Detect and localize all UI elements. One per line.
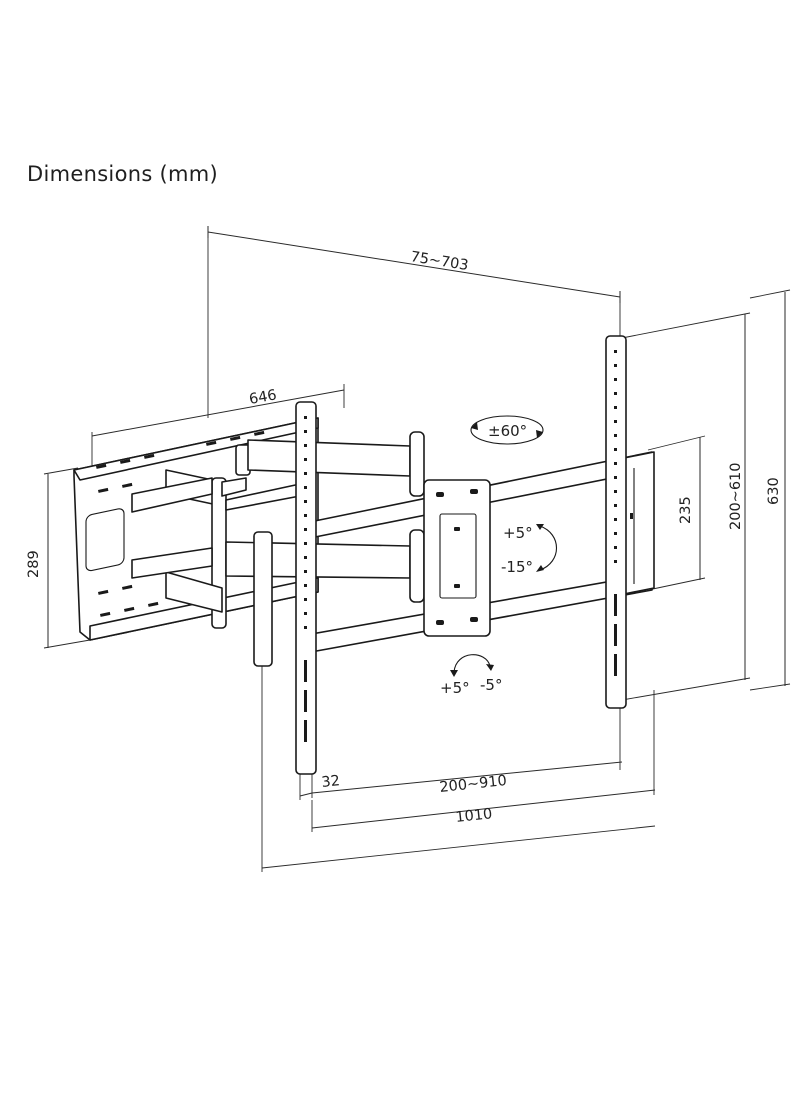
left-vertical-bracket — [253, 401, 317, 775]
right-bracket-holes — [614, 350, 617, 676]
dimension-32-200-910: 32 200~910 — [299, 700, 623, 800]
dimension-235: 235 — [647, 435, 706, 591]
label-rotation-plus: +5° — [440, 679, 470, 697]
swivel-indicator: ±60° — [470, 415, 544, 445]
label-32: 32 — [321, 773, 341, 791]
dimension-630: 630 — [749, 289, 791, 691]
label-1010: 1010 — [455, 806, 493, 826]
label-646: 646 — [248, 387, 278, 408]
dimension-289: 289 — [26, 467, 91, 649]
label-235: 235 — [678, 496, 694, 524]
label-289: 289 — [26, 550, 42, 578]
dimension-646: 646 — [91, 384, 345, 468]
wall-plate-bottom-slots — [98, 584, 159, 617]
diagram-title: Dimensions (mm) — [27, 162, 219, 186]
right-vertical-bracket — [605, 335, 627, 709]
wall-plate-top-slots — [96, 430, 265, 493]
label-tilt-up: +5° — [503, 524, 533, 542]
label-swivel: ±60° — [488, 422, 527, 440]
label-200-910: 200~910 — [439, 773, 508, 796]
left-bracket-holes — [304, 416, 307, 742]
swivel-plate — [423, 479, 491, 637]
label-tilt-down: -15° — [501, 558, 533, 576]
label-75-703: 75~703 — [409, 249, 469, 274]
rotation-indicator: +5° -5° — [440, 654, 502, 697]
dimension-200-610: 200~610 — [621, 312, 751, 701]
label-630: 630 — [766, 477, 782, 505]
dimension-1010: 1010 — [261, 665, 656, 872]
tilt-indicator: +5° -15° — [501, 524, 557, 576]
label-200-610: 200~610 — [728, 462, 744, 530]
label-rotation-minus: -5° — [480, 676, 502, 694]
